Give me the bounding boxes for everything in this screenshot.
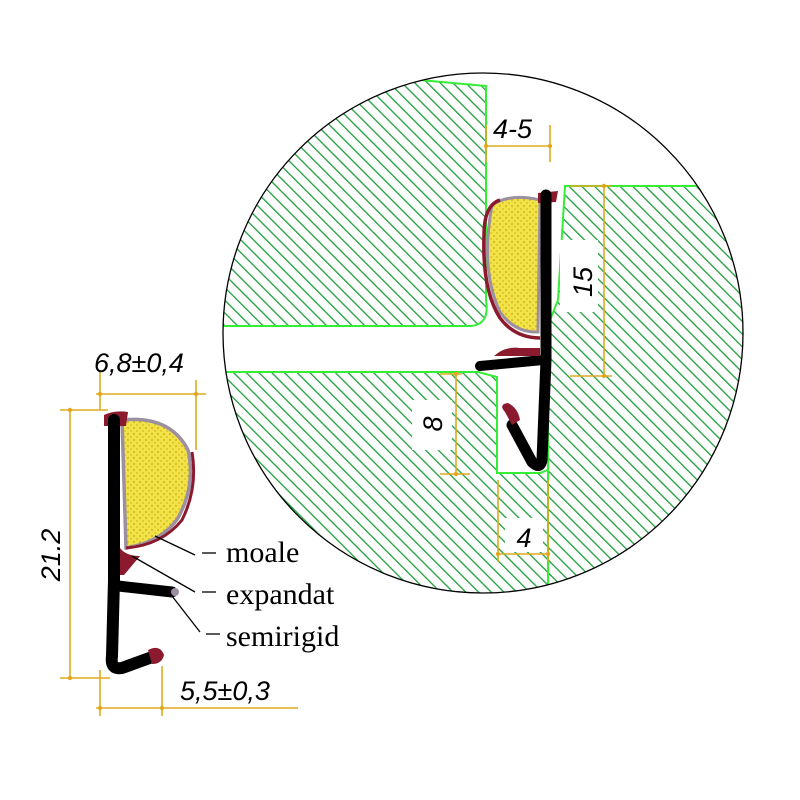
foot-end-cap [171,588,179,596]
installed-rigid-spine [506,189,552,471]
foot-soft-part [118,548,140,575]
detail-circle-outline [222,72,744,594]
installed-profile [475,189,558,471]
installed-soft-skin [482,198,541,340]
foam-bulb [120,417,193,551]
installed-lower-lip [502,403,520,425]
rigid-spine [105,414,161,675]
dim-profile-height-label: 21.2 [36,529,66,583]
installed-foot-soft [494,347,540,356]
legend-leaders [131,535,201,633]
standalone-profile: moale expandat semirigid 6,8±0,4 21.2 5,… [36,348,339,716]
profile-dimension-ticks [67,391,199,711]
dim-slot-label: 4 [516,523,531,553]
soft-outer-skin [125,451,196,550]
legend-expanded: expandat [226,578,335,611]
legend-dashes [202,552,220,635]
dim-width-top-label: 6,8±0,4 [94,348,184,378]
legend-semirigid: semirigid [226,620,339,653]
bottom-soft-lip [148,647,164,664]
dim-height-label: 15 [568,266,598,297]
legend-soft: moale [226,536,299,569]
side-foot [112,580,178,598]
dim-depth-label: 8 [418,416,448,431]
dim-width-bottom-label: 5,5±0,3 [180,676,270,706]
detail-dimension-ticks [453,143,607,557]
upper-left-section [223,73,488,327]
dim-gap-label: 4-5 [493,114,533,144]
installed-foot [475,355,548,371]
installed-foam-bulb [486,195,542,334]
